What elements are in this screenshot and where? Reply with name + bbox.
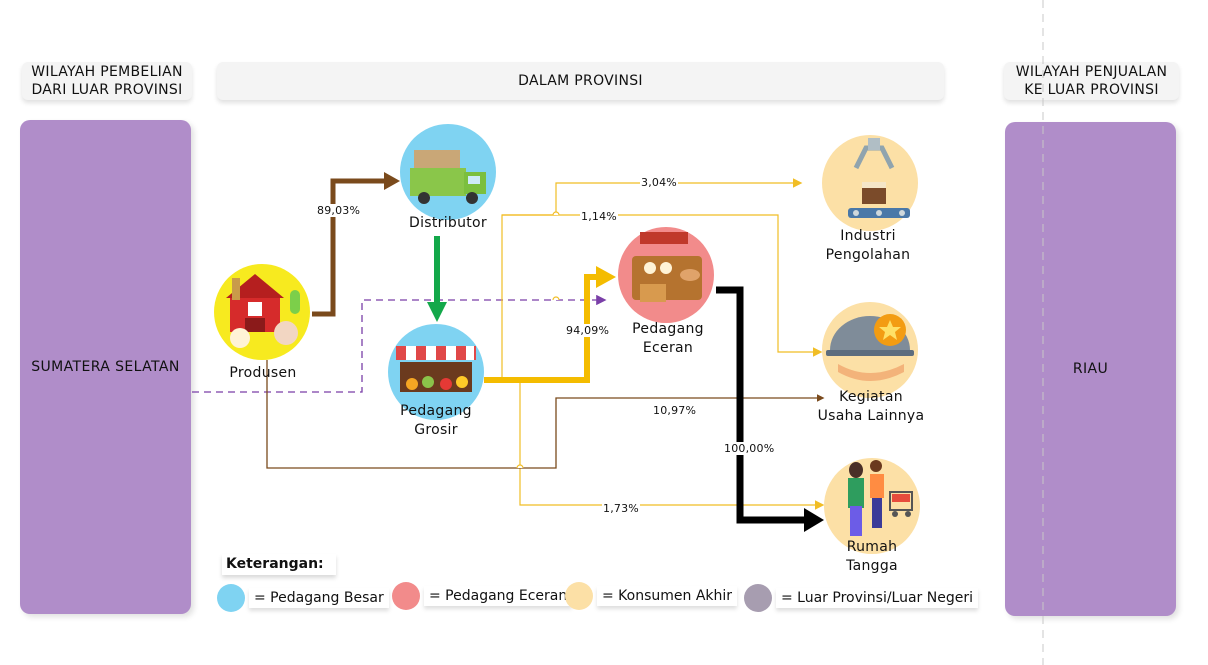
legend-item-pedagang-besar: = Pedagang Besar	[217, 584, 389, 612]
flow-grosir-to-rumah-173	[519, 380, 825, 510]
header-right: WILAYAH PENJUALAN KE LUAR PROVINSI	[1004, 62, 1179, 100]
flow-produsen-to-distributor	[312, 178, 386, 317]
distributor-icon	[400, 124, 496, 220]
legend-label: = Pedagang Besar	[249, 588, 389, 608]
pct-grosir-kegiatan-a: 1,14%	[580, 210, 618, 223]
arrowhead-rumah	[804, 508, 824, 532]
pct-grosir-eceran: 94,09%	[565, 324, 611, 337]
produsen-icon	[214, 264, 310, 360]
rumah-tangga-icon	[824, 458, 920, 554]
arrowhead-eceran	[596, 266, 616, 288]
legend-dot-gray	[744, 584, 772, 612]
grosir-icon	[388, 324, 484, 420]
flow-produsen-to-kegiatan	[266, 360, 825, 469]
node-label-grosir: Pedagang Grosir	[400, 403, 472, 438]
eceran-icon	[618, 227, 714, 323]
kegiatan-icon	[822, 302, 918, 398]
arrowhead-grosir	[427, 302, 447, 322]
legend-dot-pink	[392, 582, 420, 610]
legend-label: = Pedagang Eceran	[424, 586, 573, 606]
legend-title: Keterangan:	[222, 554, 336, 575]
node-label-eceran: Pedagang Eceran	[632, 321, 704, 356]
node-label-distributor: Distributor	[409, 215, 487, 231]
legend-dot-cream	[565, 582, 593, 610]
header-center: DALAM PROVINSI	[217, 62, 944, 100]
flow-luar-provinsi-to-eceran	[192, 294, 607, 393]
region-right-label: RIAU	[1072, 361, 1109, 377]
node-label-kegiatan: Kegiatan Usaha Lainnya	[817, 389, 925, 424]
header-left: WILAYAH PEMBELIAN DARI LUAR PROVINSI	[22, 62, 192, 100]
region-left-label: SUMATERA SELATAN	[31, 359, 180, 375]
region-sumatera-selatan: SUMATERA SELATAN	[20, 120, 191, 614]
legend-item-pedagang-eceran: = Pedagang Eceran	[392, 582, 573, 610]
pct-grosir-industri: 3,04%	[640, 176, 678, 189]
arrowhead-distributor	[384, 172, 400, 190]
region-riau: RIAU	[1005, 122, 1176, 616]
industri-icon	[822, 135, 918, 231]
legend-item-luar-provinsi: = Luar Provinsi/Luar Negeri	[744, 584, 978, 612]
flow-grosir-to-kegiatan-114	[502, 214, 823, 357]
legend-label: = Konsumen Akhir	[597, 586, 738, 606]
flow-eceran-to-rumah	[716, 286, 806, 524]
node-label-produsen: Produsen	[229, 365, 297, 381]
legend-label: = Luar Provinsi/Luar Negeri	[776, 588, 978, 608]
pct-produsen-kegiatan: 10,97%	[652, 404, 698, 417]
legend-item-konsumen-akhir: = Konsumen Akhir	[565, 582, 738, 610]
pct-eceran-rumah: 100,00%	[723, 442, 776, 455]
pct-grosir-rumah: 1,73%	[602, 502, 640, 515]
node-label-industri: Industri Pengolahan	[825, 228, 911, 263]
pct-produsen-distributor: 89,03%	[316, 204, 362, 217]
node-label-rumah: Rumah Tangga	[846, 539, 898, 574]
legend-dot-blue	[217, 584, 245, 612]
